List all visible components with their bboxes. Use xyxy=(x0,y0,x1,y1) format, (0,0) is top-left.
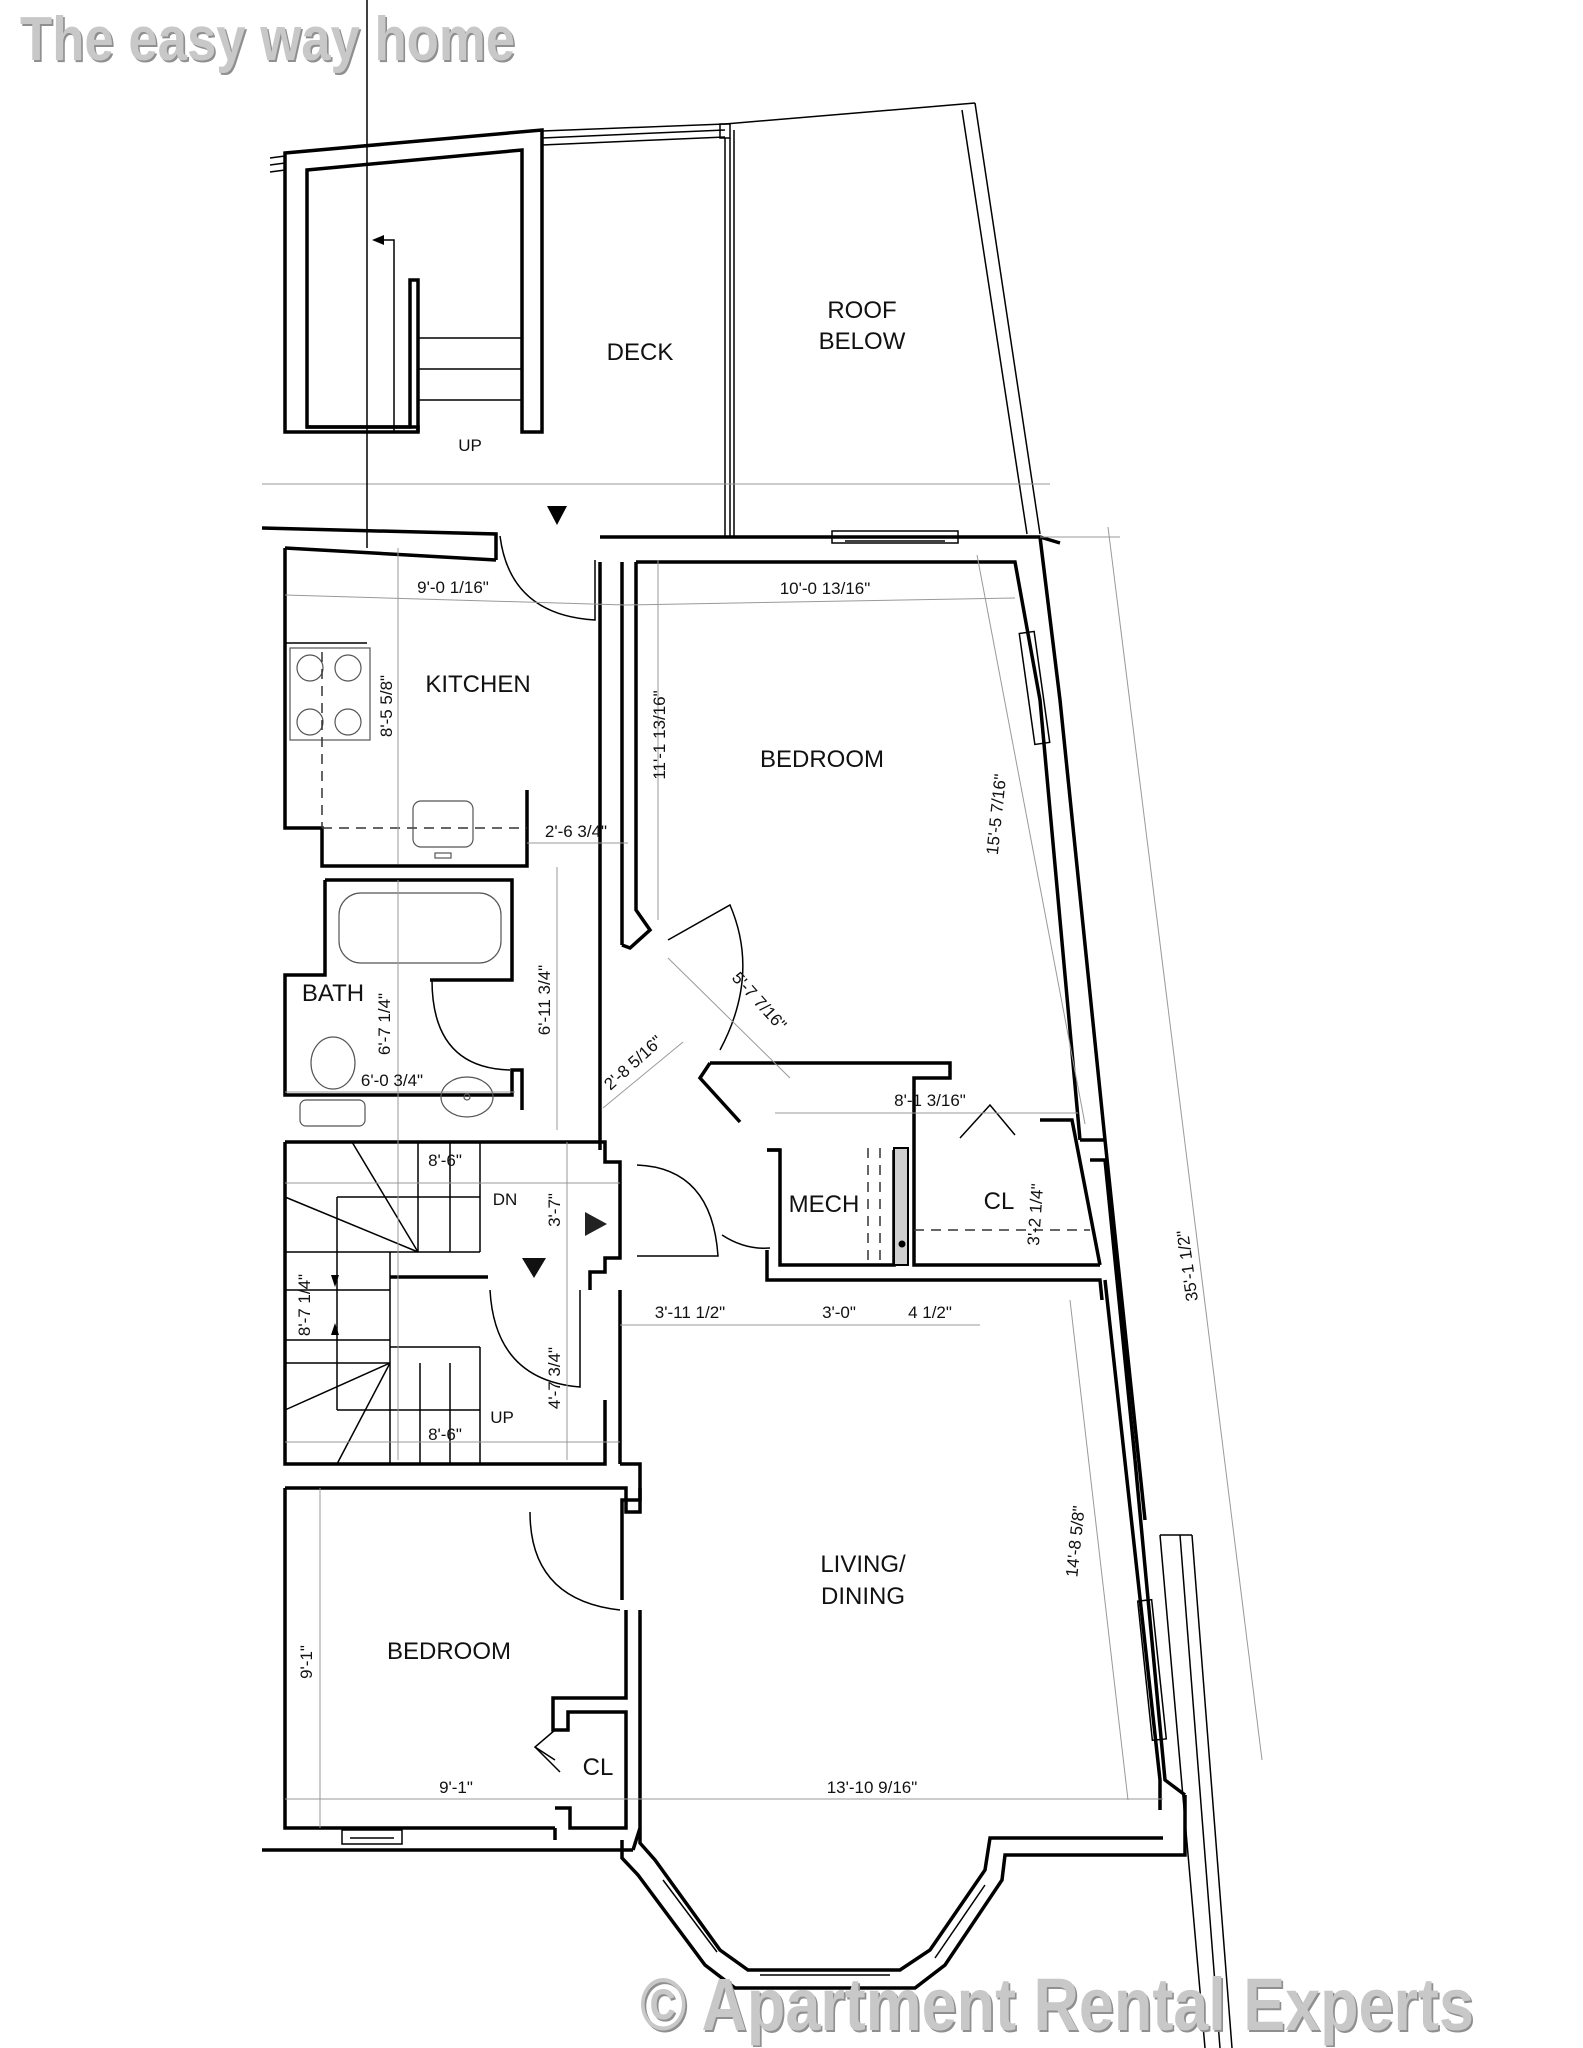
dim-wall-thickness: 4 1/2" xyxy=(908,1303,952,1322)
dim-bath-height: 6'-7 1/4" xyxy=(375,993,394,1055)
label-living-2: DINING xyxy=(821,1583,905,1610)
dim-living-width: 13'-10 9/16" xyxy=(827,1778,918,1797)
label-closet-1: CL xyxy=(984,1188,1015,1215)
dim-kitchen-counter: 2'-6 3/4" xyxy=(545,822,607,841)
unit-walls xyxy=(261,526,1233,2048)
label-living-1: LIVING/ xyxy=(820,1551,906,1578)
bath-fixtures xyxy=(299,892,502,1127)
dim-mech-width: 3'-0" xyxy=(822,1303,856,1322)
dim-stair-height: 8'-7 1/4" xyxy=(295,1274,314,1336)
label-exterior-up: UP xyxy=(458,436,482,455)
dim-closet1-depth: 3'-2 1/4" xyxy=(1024,1183,1047,1246)
dim-living-offset: 3'-11 1/2" xyxy=(655,1303,725,1322)
windows xyxy=(341,530,1168,1845)
dim-bedroom2-height: 9'-1" xyxy=(297,1645,316,1679)
exterior-stair xyxy=(269,128,544,434)
label-bedroom-1: BEDROOM xyxy=(760,746,884,773)
dim-living-right: 14'-8 5/8" xyxy=(1062,1505,1088,1578)
dim-bedroom1-width: 10'-0 13/16" xyxy=(780,579,871,598)
dim-hall-height: 4'-7 3/4" xyxy=(545,1347,564,1409)
dimension-lines xyxy=(284,526,1263,1828)
dim-bedroom1-right: 15'-5 7/16" xyxy=(983,773,1010,856)
watermark-bottom: © Apartment Rental Experts xyxy=(640,1963,1474,2046)
dim-stair-bottom: 8'-6" xyxy=(428,1425,462,1444)
dim-stair-top: 8'-6" xyxy=(428,1151,462,1170)
dim-hall-diag: 2'-8 5/16" xyxy=(600,1032,666,1094)
dim-bath-width: 6'-0 3/4" xyxy=(361,1071,423,1090)
label-roof-below-2: BELOW xyxy=(819,328,906,355)
interior-stairs xyxy=(284,1141,488,1465)
entry-arrow-down-icon xyxy=(522,1258,546,1278)
entry-arrow-icon xyxy=(547,506,567,525)
deck-railing xyxy=(262,102,1050,537)
dim-kitchen-width: 9'-0 1/16" xyxy=(417,578,489,597)
label-closet-2: CL xyxy=(583,1754,614,1781)
dim-overall-length: 35'-1 1/2" xyxy=(1173,1229,1202,1303)
dim-bedroom1-diag: 5'-7 7/16" xyxy=(728,968,790,1034)
label-mech: MECH xyxy=(789,1191,860,1218)
doors xyxy=(431,535,1016,1773)
dim-bath-total: 6'-11 3/4" xyxy=(535,965,554,1035)
dim-landing-height: 3'-7" xyxy=(545,1193,564,1227)
label-bath: BATH xyxy=(302,980,364,1007)
dim-bedroom2-width: 9'-1" xyxy=(439,1778,473,1797)
label-stair-up: UP xyxy=(490,1408,514,1427)
label-bedroom-2: BEDROOM xyxy=(387,1638,511,1665)
label-kitchen: KITCHEN xyxy=(425,671,530,698)
dim-kitchen-depth: 8'-5 5/8" xyxy=(377,675,396,737)
dim-bedroom1-left: 11'-1 13/16" xyxy=(650,690,669,779)
label-stair-dn: DN xyxy=(493,1190,518,1209)
dim-bedroom1-bottom: 8'-1 3/16" xyxy=(894,1091,966,1110)
watermark-top: The easy way home xyxy=(20,5,516,74)
label-deck: DECK xyxy=(607,339,674,366)
kitchen-fixtures xyxy=(285,0,527,859)
entry-arrow-right-icon xyxy=(585,1212,607,1236)
label-roof-below-1: ROOF xyxy=(827,297,896,324)
